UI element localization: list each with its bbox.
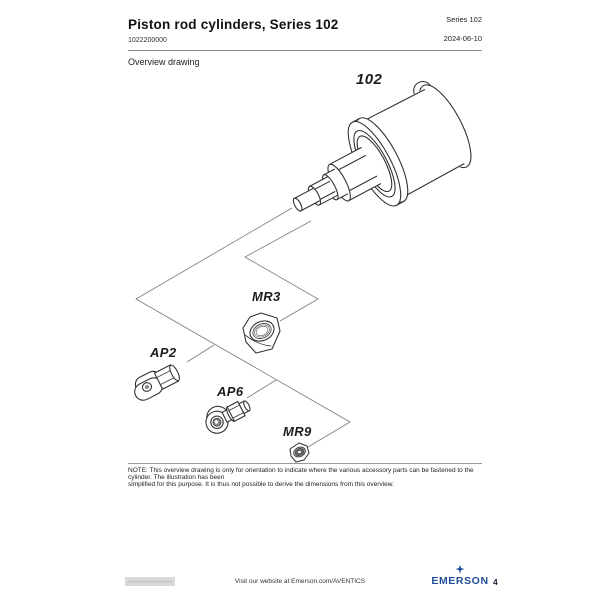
label-cylinder-102: 102 bbox=[356, 71, 383, 88]
page-title: Piston rod cylinders, Series 102 bbox=[128, 17, 339, 32]
section-title: Overview drawing bbox=[128, 57, 200, 67]
label-ap2: AP2 bbox=[150, 345, 177, 360]
note-divider bbox=[128, 463, 482, 464]
cylinder-drawing bbox=[292, 80, 472, 212]
date-label: 2024-06-10 bbox=[443, 34, 482, 43]
note-text: NOTE: This overview drawing is only for … bbox=[128, 467, 486, 489]
header-divider bbox=[128, 50, 482, 51]
emerson-wordmark: EMERSON bbox=[431, 575, 489, 587]
overview-drawing bbox=[134, 80, 472, 463]
note-line-2: simplified for this purpose. It is thus … bbox=[128, 481, 394, 489]
mr3-lock-nut bbox=[242, 312, 281, 354]
page-number: 4 bbox=[493, 577, 498, 587]
label-ap6: AP6 bbox=[217, 384, 244, 399]
document-number: 1022200000 bbox=[128, 37, 167, 44]
guide-lines bbox=[135, 207, 351, 448]
series-label: Series 102 bbox=[446, 15, 482, 24]
emerson-emblem-icon bbox=[455, 565, 465, 574]
note-line-1: NOTE: This overview drawing is only for … bbox=[128, 467, 474, 482]
label-mr9: MR9 bbox=[283, 424, 312, 439]
label-mr3: MR3 bbox=[252, 289, 281, 304]
website-link[interactable]: Visit our website at Emerson.com/AVENTIC… bbox=[234, 578, 366, 585]
ap2-clevis bbox=[134, 364, 180, 401]
emerson-logo: EMERSON bbox=[428, 565, 492, 587]
header-right: Series 102 2024-06-10 bbox=[330, 15, 482, 43]
aventics-watermark bbox=[125, 577, 175, 586]
piston-rod bbox=[292, 188, 321, 212]
mr9-nut bbox=[289, 442, 310, 463]
ap6-rod-eye bbox=[205, 400, 251, 434]
